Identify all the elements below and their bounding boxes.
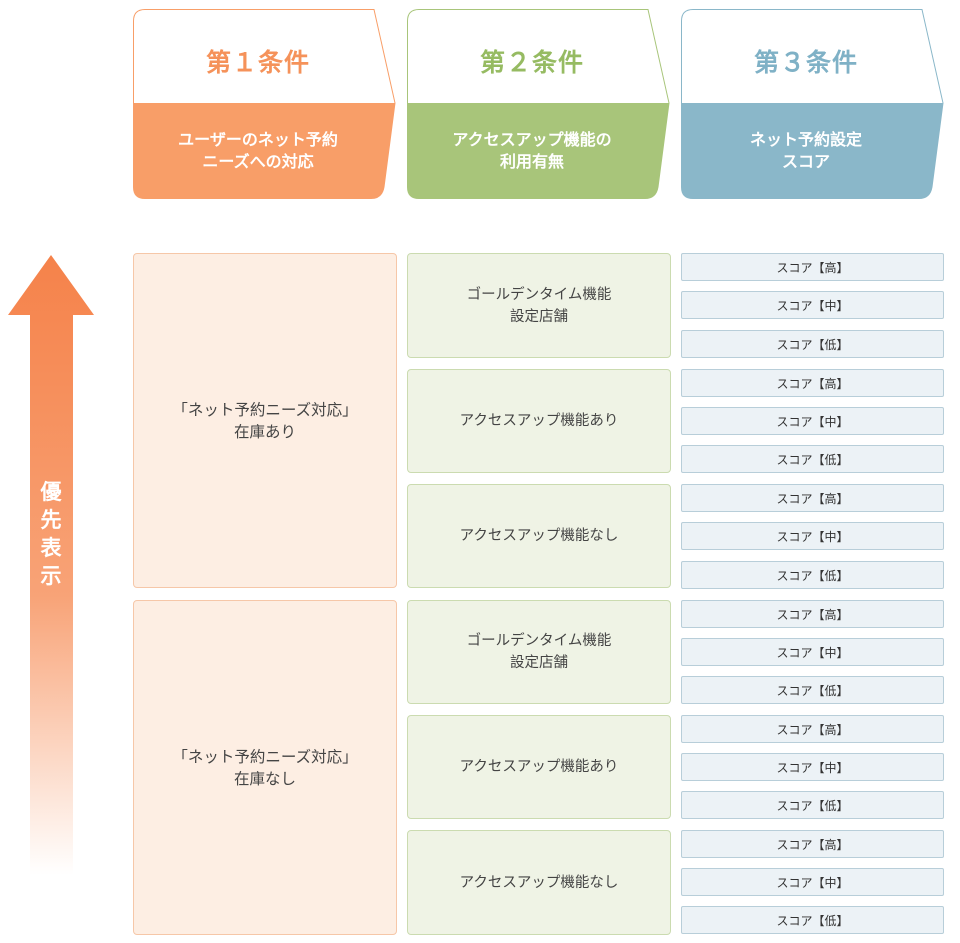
- score-box-low: スコア【低】: [681, 676, 944, 704]
- priority-label-char: 先: [40, 508, 62, 532]
- score-box-mid: スコア【中】: [681, 407, 944, 435]
- condition2-box-golden-time: ゴールデンタイム機能 設定店舗: [407, 253, 671, 358]
- header-condition-2-title: 第２条件: [479, 48, 584, 77]
- score-box-mid: スコア【中】: [681, 522, 944, 550]
- header-condition-1-title: 第１条件: [205, 48, 310, 77]
- score-box-mid: スコア【中】: [681, 638, 944, 666]
- header-condition-1-shape: [133, 9, 396, 199]
- condition2-box-access-up-on: アクセスアップ機能あり: [407, 369, 671, 473]
- score-box-mid: スコア【中】: [681, 753, 944, 781]
- condition1-box-in-stock: 「ネット予約ニーズ対応」 在庫あり: [133, 253, 397, 588]
- score-box-high: スコア【高】: [681, 600, 944, 628]
- condition2-box-access-up-off: アクセスアップ機能なし: [407, 484, 671, 588]
- header-condition-2: 第２条件 アクセスアップ機能の 利用有無: [407, 9, 670, 199]
- score-box-high: スコア【高】: [681, 715, 944, 743]
- score-box-low: スコア【低】: [681, 561, 944, 589]
- score-box-high: スコア【高】: [681, 830, 944, 858]
- score-box-high: スコア【高】: [681, 369, 944, 397]
- priority-label-char: 優: [40, 480, 62, 504]
- header-condition-3-title: 第３条件: [753, 48, 858, 77]
- condition2-box-golden-time: ゴールデンタイム機能 設定店舗: [407, 600, 671, 704]
- header-condition-2-shape: [407, 9, 670, 199]
- condition2-box-access-up-off: アクセスアップ機能なし: [407, 830, 671, 935]
- priority-label-char: 表: [40, 536, 62, 560]
- header-condition-3-shape: [681, 9, 944, 199]
- condition2-box-access-up-on: アクセスアップ機能あり: [407, 715, 671, 819]
- score-box-low: スコア【低】: [681, 445, 944, 473]
- priority-label: 優 先 表 示: [36, 478, 66, 590]
- header-condition-1-subtitle: ユーザーのネット予約 ニーズへの対応: [178, 130, 338, 171]
- score-box-high: スコア【高】: [681, 253, 944, 281]
- score-box-low: スコア【低】: [681, 330, 944, 358]
- score-box-mid: スコア【中】: [681, 291, 944, 319]
- score-box-mid: スコア【中】: [681, 868, 944, 896]
- header-condition-2-subtitle: アクセスアップ機能の 利用有無: [452, 130, 612, 171]
- score-box-low: スコア【低】: [681, 906, 944, 934]
- header-condition-3: 第３条件 ネット予約設定 スコア: [681, 9, 944, 199]
- priority-arrow-icon: [8, 255, 94, 875]
- priority-label-char: 示: [40, 564, 62, 588]
- header-condition-1: 第１条件 ユーザーのネット予約 ニーズへの対応: [133, 9, 396, 199]
- header-condition-3-subtitle: ネット予約設定 スコア: [749, 130, 862, 171]
- score-box-low: スコア【低】: [681, 791, 944, 819]
- score-box-high: スコア【高】: [681, 484, 944, 512]
- condition1-box-out-of-stock: 「ネット予約ニーズ対応」 在庫なし: [133, 600, 397, 935]
